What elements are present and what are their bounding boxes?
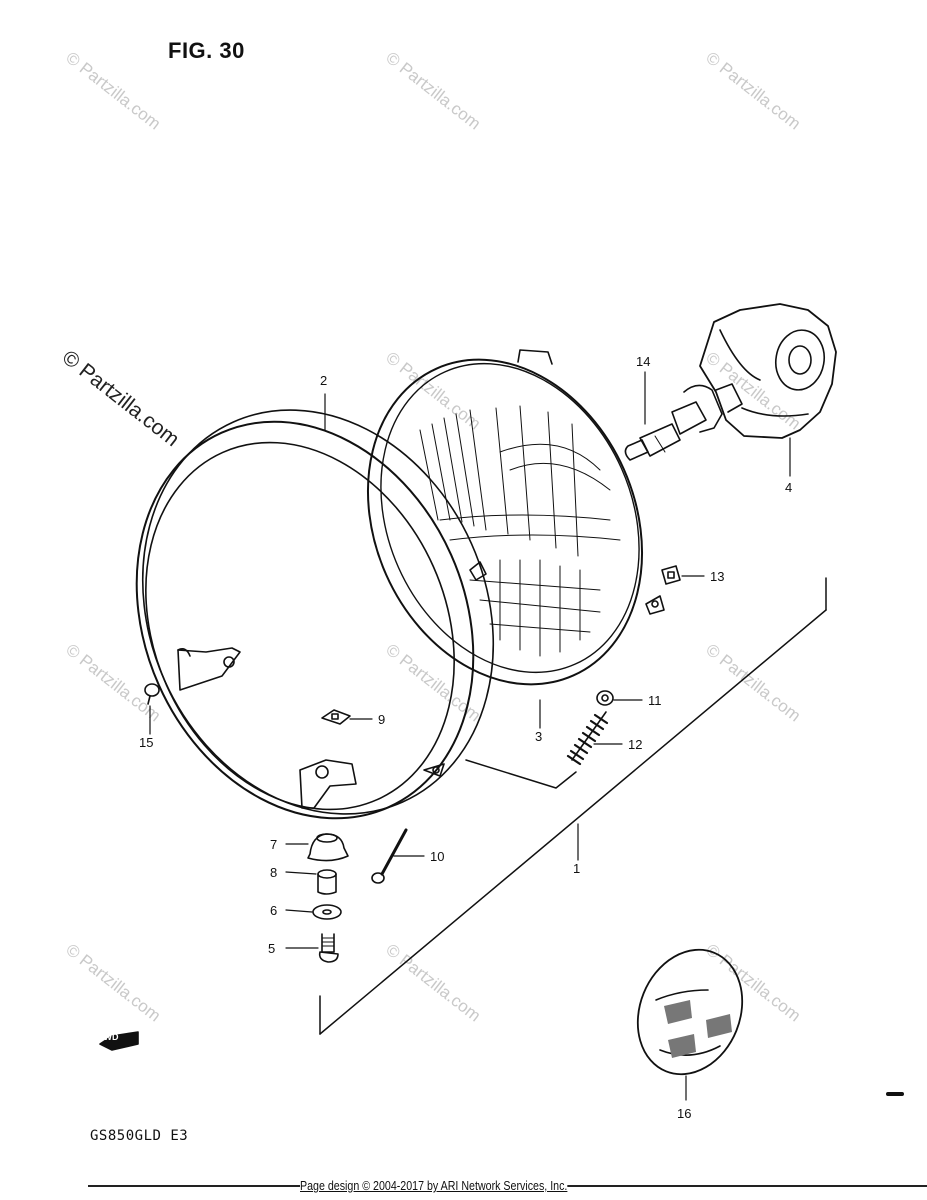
part-6-washer (312, 904, 342, 920)
callout-5: 5 (268, 941, 276, 956)
leader-lines (149, 371, 791, 1101)
part-11-nut (596, 690, 614, 706)
fwd-label: FWD (98, 1032, 119, 1042)
callout-10: 10 (430, 849, 445, 864)
model-code: GS850GLD E3 (90, 1128, 189, 1144)
part-15-screw (144, 683, 160, 705)
assembly-bracket-lines (319, 577, 827, 1035)
callout-6: 6 (270, 903, 278, 918)
part-4-socket-cover (699, 303, 837, 439)
part-10-long-screw (371, 828, 408, 884)
callout-11: 11 (648, 693, 662, 708)
callout-2: 2 (320, 373, 328, 388)
footer: Page design © 2004-2017 by ARI Network S… (0, 1176, 927, 1200)
callout-16: 16 (677, 1106, 692, 1121)
part-9-nut-clip (321, 709, 351, 725)
figure-title: FIG. 30 (168, 38, 245, 63)
callout-7: 7 (270, 837, 278, 852)
part-13-nut-clip (661, 565, 681, 585)
part-7-grommet (307, 833, 349, 862)
part-12-spring (566, 711, 609, 766)
part-2-headlamp-rim (135, 409, 495, 820)
part-5-bolt (318, 933, 339, 963)
callout-13: 13 (710, 569, 725, 584)
callout-9: 9 (378, 712, 386, 727)
part-3-sealed-beam (366, 349, 665, 686)
part-16-lens-cover (636, 948, 744, 1076)
footer-copyright: Page design © 2004-2017 by ARI Network S… (300, 1178, 568, 1193)
callout-12: 12 (628, 737, 643, 752)
callout-1: 1 (573, 861, 581, 876)
callout-3: 3 (535, 729, 543, 744)
callout-8: 8 (270, 865, 278, 880)
part-8-collar (317, 869, 337, 895)
callout-4: 4 (785, 480, 793, 495)
fwd-arrow (99, 1031, 139, 1051)
callout-15: 15 (139, 735, 154, 750)
part-14-bulb (624, 383, 743, 461)
callout-14: 14 (636, 354, 651, 369)
